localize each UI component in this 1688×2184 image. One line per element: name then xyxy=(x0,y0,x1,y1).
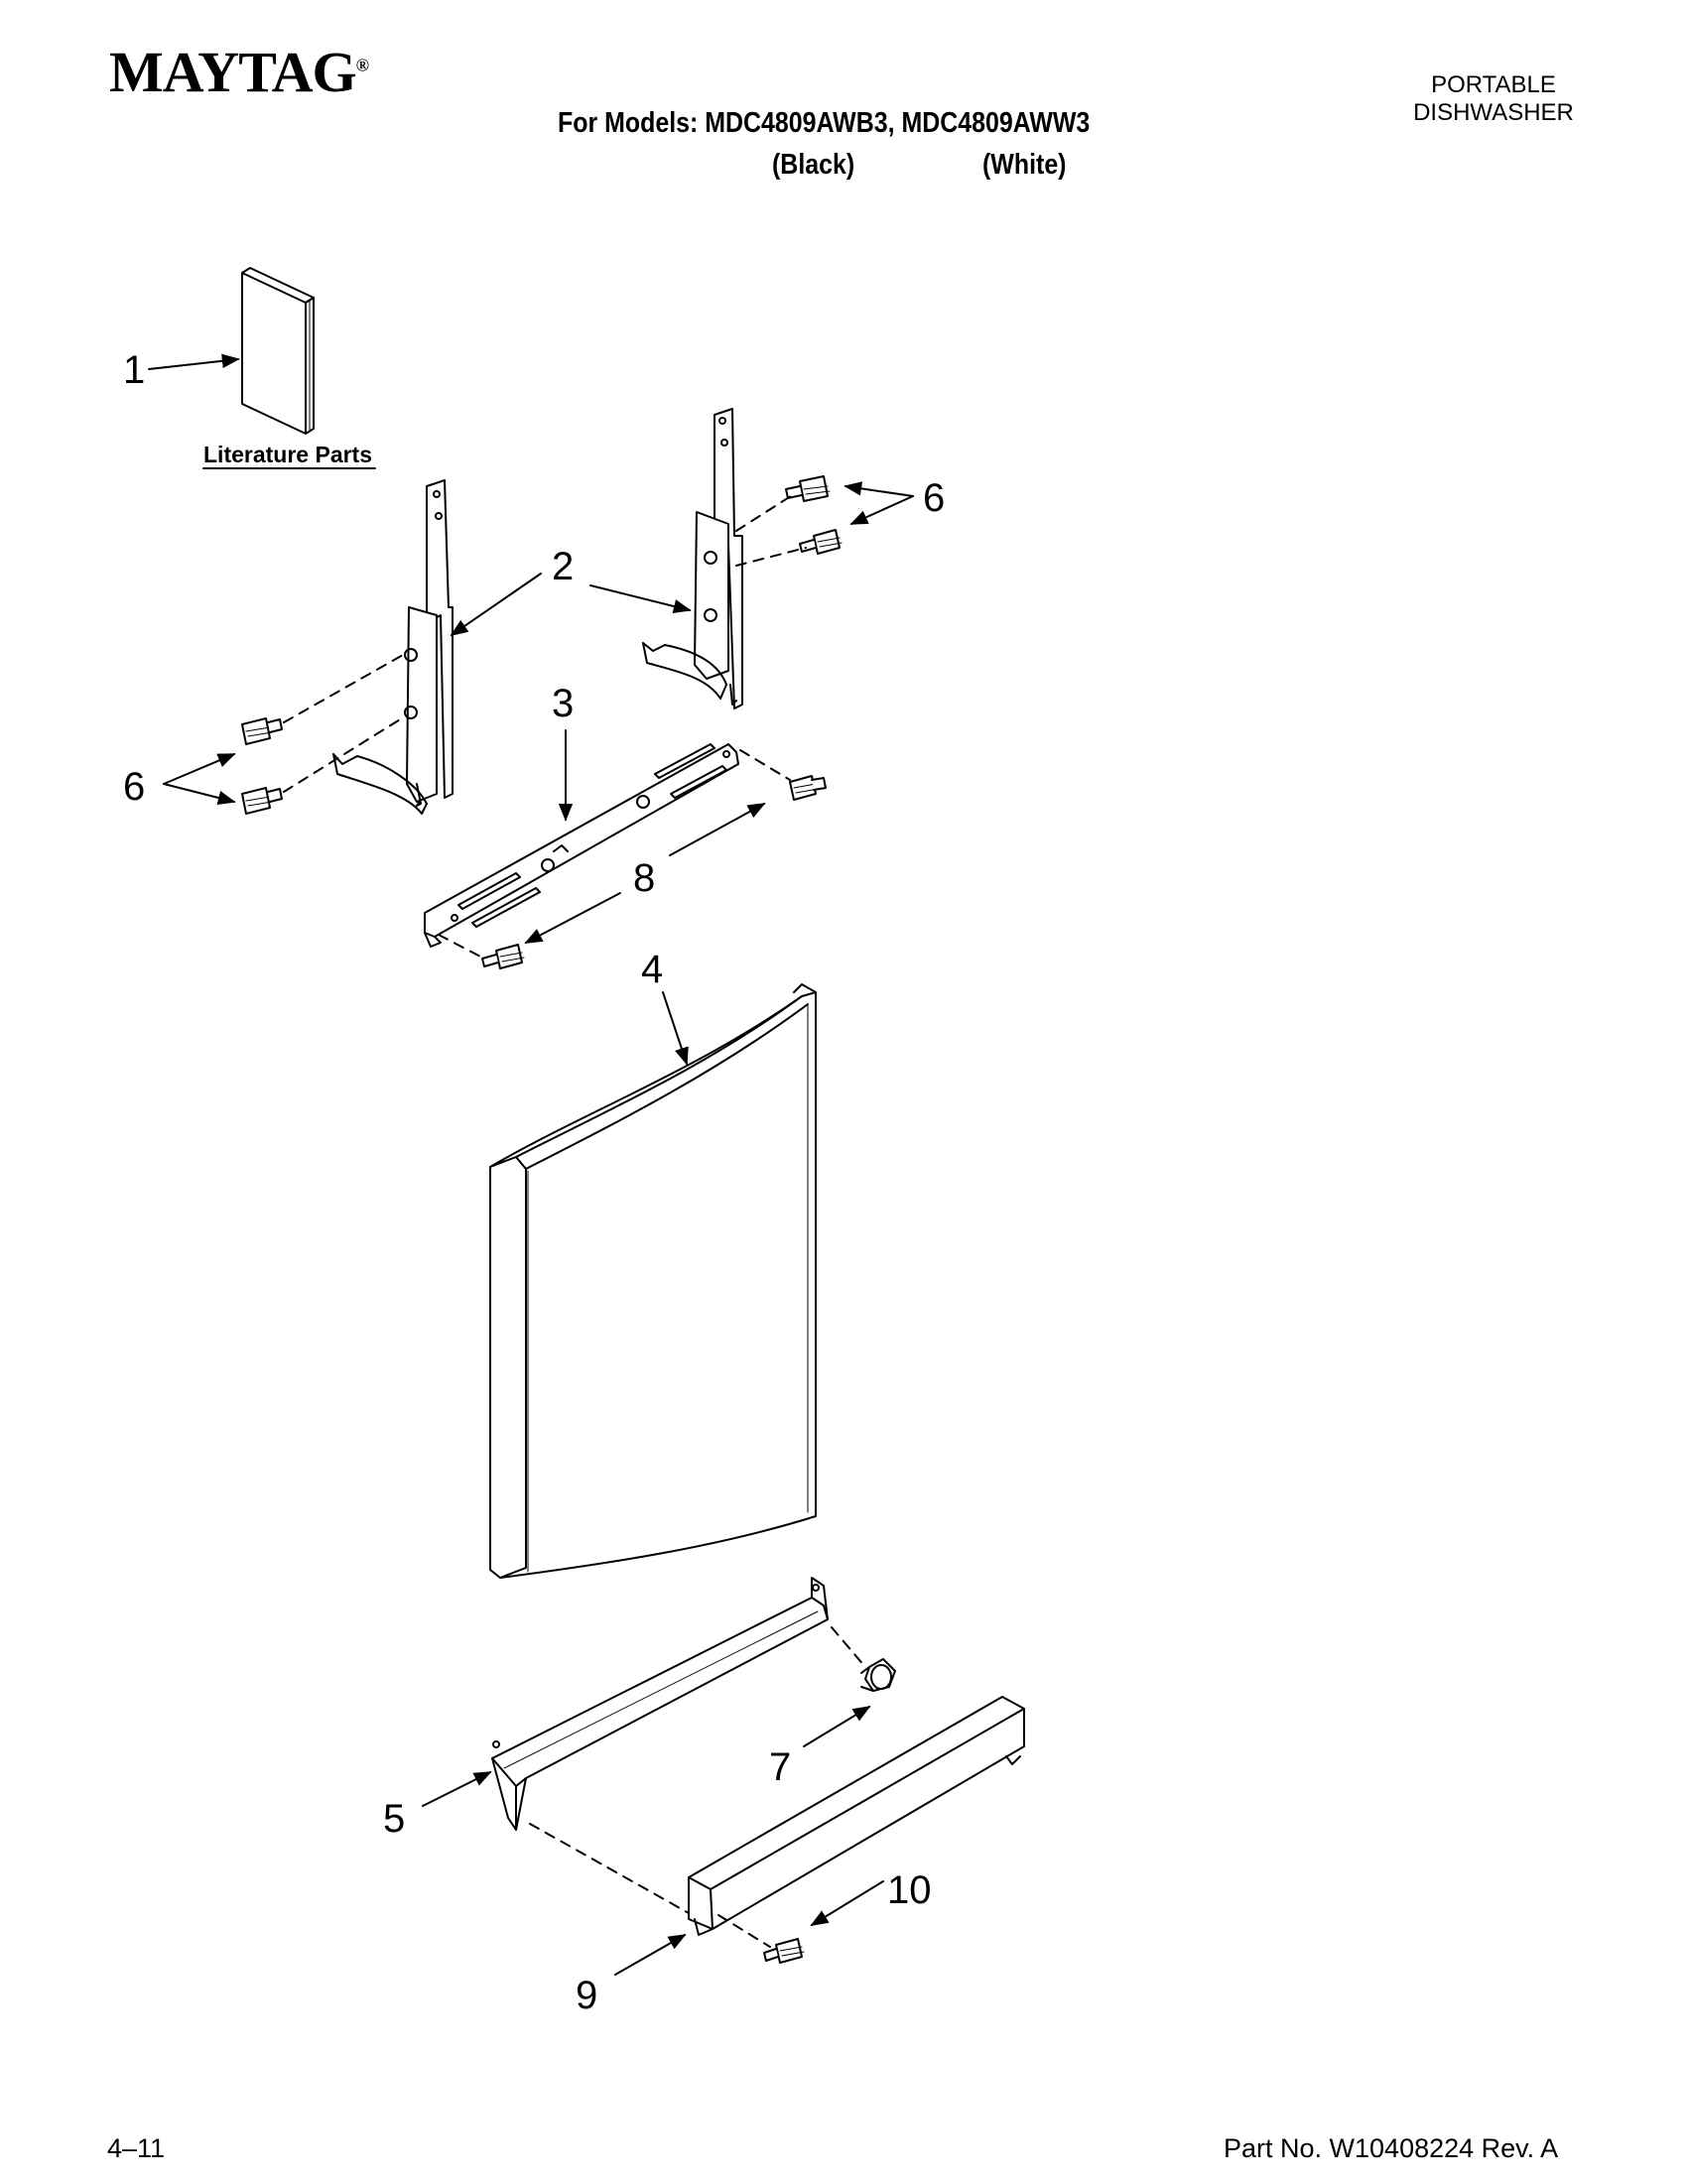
callout-1-leader xyxy=(148,353,240,370)
screw-10-axis xyxy=(717,1914,771,1948)
door-panel xyxy=(489,983,817,1579)
part-number: Part No. W10408224 Rev. A xyxy=(1224,2133,1559,2163)
hinge-bracket-right xyxy=(642,408,743,709)
literature-caption: Literature Parts xyxy=(203,442,372,467)
callout-2: 2 xyxy=(552,545,574,588)
mounting-rail xyxy=(424,743,739,948)
variant-black: (Black) xyxy=(772,149,855,181)
callout-10-leader xyxy=(810,1880,884,1926)
page-number: 4–11 xyxy=(107,2133,166,2163)
screw-8-axis-left xyxy=(438,934,485,960)
literature-booklet xyxy=(241,267,315,435)
product-type: PORTABLE DISHWASHER xyxy=(1369,71,1618,127)
callout-8: 8 xyxy=(633,856,655,900)
callout-6-left-leader-b xyxy=(163,783,236,805)
screw-6-left-upper xyxy=(241,717,283,745)
kick-plate xyxy=(688,1696,1025,1936)
toe-panel-axis xyxy=(529,1823,690,1914)
callout-7: 7 xyxy=(769,1745,791,1789)
models-line: For Models: MDC4809AWB3, MDC4809AWW3 xyxy=(558,107,1091,139)
callout-6-left-leader-a xyxy=(163,753,236,785)
toe-panel xyxy=(491,1577,829,1831)
screw-6-right-upper xyxy=(785,475,831,502)
callout-9: 9 xyxy=(576,1974,597,2017)
clip-7 xyxy=(860,1658,896,1692)
callout-10: 10 xyxy=(887,1868,932,1912)
product-type-line2: DISHWASHER xyxy=(1413,99,1574,126)
callout-4: 4 xyxy=(641,948,663,991)
screw-8-right xyxy=(789,775,827,801)
callout-8-leader-right xyxy=(669,803,766,856)
screw-10 xyxy=(763,1938,805,1964)
callout-4-leader xyxy=(662,991,689,1066)
screw-6-left-lower xyxy=(241,787,283,815)
callout-5: 5 xyxy=(383,1797,405,1841)
brand-name: MAYTAG xyxy=(109,40,357,104)
screw-6-right-lower xyxy=(799,529,843,555)
screw-8-axis-right xyxy=(739,749,791,781)
screw-axis-left-lower xyxy=(283,715,406,793)
callout-6-right-leader-b xyxy=(849,495,914,525)
callout-6-right: 6 xyxy=(923,476,945,520)
callout-2-leader-right xyxy=(589,584,692,614)
screw-axis-upper xyxy=(735,493,795,532)
callout-5-leader xyxy=(422,1771,492,1807)
callout-8-leader-left xyxy=(524,892,621,944)
screw-8-left xyxy=(481,944,525,969)
callout-6-left: 6 xyxy=(123,765,145,809)
product-type-line1: PORTABLE xyxy=(1431,71,1556,98)
callout-7-leader xyxy=(803,1706,871,1747)
variant-white: (White) xyxy=(982,149,1067,181)
screw-axis-left-upper xyxy=(283,654,404,723)
registered-mark: ® xyxy=(355,55,369,75)
callout-6-right-leader-a xyxy=(844,481,914,497)
hinge-bracket-left xyxy=(332,479,454,815)
clip-7-axis xyxy=(831,1626,866,1668)
callout-3: 3 xyxy=(552,682,574,725)
callout-1: 1 xyxy=(123,348,145,392)
screw-axis-lower xyxy=(735,547,807,567)
callout-9-leader xyxy=(614,1934,687,1976)
callout-2-leader-left xyxy=(450,573,542,637)
brand-logo: MAYTAG® xyxy=(109,44,369,101)
